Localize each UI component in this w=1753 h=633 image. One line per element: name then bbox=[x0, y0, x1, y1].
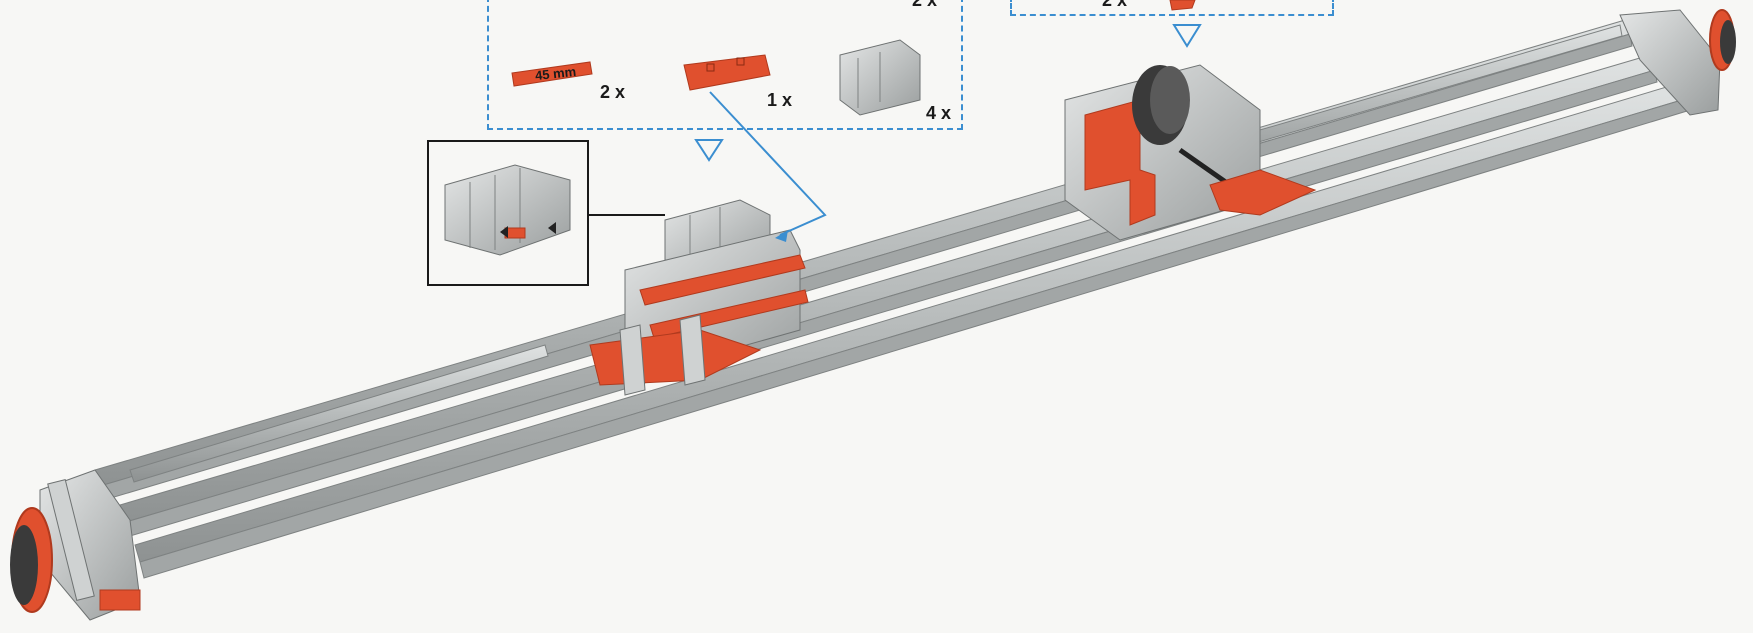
plate-qty-label: 1 x bbox=[767, 90, 793, 110]
arrow-down-triangle-icon bbox=[1172, 24, 1202, 48]
parts-callout-left bbox=[487, 0, 963, 130]
parts-callout-right bbox=[1010, 0, 1334, 16]
left-hub-icon bbox=[10, 525, 38, 605]
rail-front-top bbox=[134, 79, 1696, 563]
right-carriage bbox=[1064, 64, 1317, 241]
parts-left bbox=[511, 39, 921, 116]
left-carriage bbox=[589, 199, 809, 396]
rail-inner-left bbox=[129, 344, 549, 483]
rail-mid-top bbox=[119, 54, 1656, 523]
block-qty-label: 4 x bbox=[926, 103, 952, 123]
left-end-assembly bbox=[10, 469, 141, 621]
leader-arrow-icon bbox=[709, 91, 827, 236]
strip-qty-label: 2 x bbox=[600, 82, 626, 102]
rail-front-bottom bbox=[139, 95, 1698, 579]
red-plate-part bbox=[683, 54, 771, 91]
right-hub-icon bbox=[1720, 20, 1736, 64]
right-callout-part bbox=[1169, 0, 1196, 11]
red-strip-upper bbox=[639, 254, 806, 306]
strip-45mm-part bbox=[511, 61, 593, 87]
arrow-down-triangle-icon bbox=[694, 139, 724, 162]
rail-mid-bottom bbox=[125, 69, 1658, 537]
detail-inset-contents bbox=[444, 164, 665, 256]
left-callout-top-qty: 2 x bbox=[912, 0, 938, 10]
crank-handle-icon bbox=[1178, 147, 1232, 188]
right-end-assembly bbox=[1619, 9, 1736, 116]
right-callout-qty: 2 x bbox=[1102, 0, 1128, 10]
leader-arrowhead-icon bbox=[775, 230, 788, 242]
